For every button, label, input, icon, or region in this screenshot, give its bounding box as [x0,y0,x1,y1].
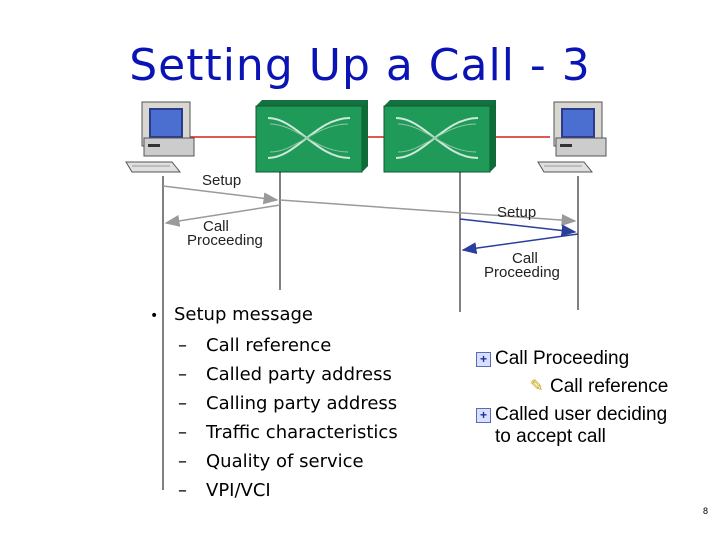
call-proceeding-label: Call [203,218,229,235]
bullet-sublist: –Call reference –Called party address –C… [150,331,450,505]
list-item: –VPI/VCI [178,480,271,501]
list-item: + Called user deciding to accept call [476,404,716,448]
computer-icon [125,101,195,173]
computer-icon [537,101,607,173]
pencil-icon: ✎ [530,378,544,395]
bullet-main-text: Setup message [174,304,314,325]
atm-switch-icon [383,100,496,173]
list-item: + Call Proceeding [476,348,716,370]
call-proceeding-arrow [164,204,281,227]
list-item: –Calling party address [178,393,398,414]
setup-message-list: • Setup message –Call reference –Called … [150,300,450,505]
page-title: Setting Up a Call - 3 [129,40,591,91]
setup-arrow [279,199,577,227]
call-proceeding-label: Proceeding [484,264,560,281]
plus-box-icon: + [476,352,491,367]
call-proceeding-list: + Call Proceeding ✎ Call reference + Cal… [476,348,716,454]
list-item: ✎ Call reference [530,376,669,397]
call-proceeding-label: Proceeding [187,232,263,249]
list-item: –Called party address [178,364,392,385]
call-proceeding-label: Call [512,250,538,267]
bullet-main: • Setup message [150,300,450,331]
call-proceeding-arrow [461,233,579,255]
list-item: –Call reference [178,335,332,356]
setup-label: Setup [202,172,241,189]
plus-box-icon: + [476,408,491,423]
setup-arrow [459,218,577,237]
setup-label: Setup [497,204,536,221]
list-item: –Traffic characteristics [178,422,398,443]
atm-switch-icon [255,100,368,173]
setup-arrow [162,185,279,205]
page-number: 8 [702,506,708,516]
bullet-dot: • [150,308,159,324]
list-item: –Quality of service [178,451,364,472]
